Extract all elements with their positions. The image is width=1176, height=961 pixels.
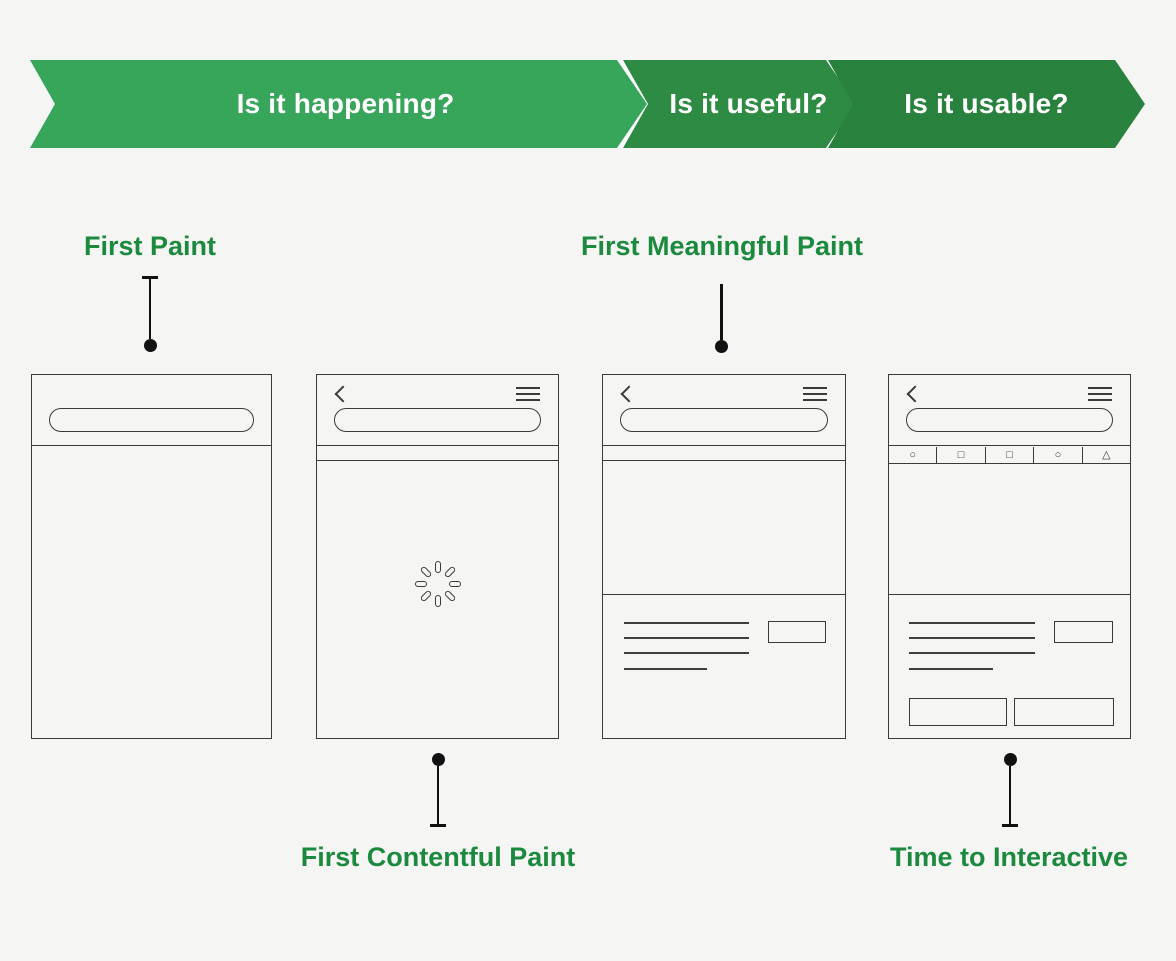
first-contentful-paint-pin — [430, 753, 446, 827]
banner-step-label: Is it usable? — [904, 88, 1069, 119]
url-bar — [334, 408, 541, 432]
first-meaningful-paint-label: First Meaningful Paint — [580, 231, 864, 261]
pin-line — [436, 766, 440, 824]
pin-line — [720, 284, 723, 340]
text-skeleton-line — [909, 668, 993, 670]
banner-step-label: Is it happening? — [236, 88, 455, 119]
phone-time-to-interactive: ○ □ □ ○ △ — [888, 374, 1131, 739]
pin-cap — [430, 824, 446, 827]
first-contentful-paint-label: First Contentful Paint — [300, 842, 576, 872]
text-skeleton-line — [909, 637, 1035, 639]
phone-header — [317, 375, 558, 446]
tab-cell: ○ — [1034, 447, 1083, 463]
text-skeleton-line — [624, 668, 707, 670]
pin-line — [148, 279, 152, 339]
button-placeholder — [768, 621, 826, 643]
url-bar — [906, 408, 1113, 432]
phone-header-icons — [334, 385, 540, 403]
time-to-interactive-pin — [1002, 753, 1018, 827]
phone-header-icons — [620, 385, 827, 403]
pin-cap — [142, 276, 158, 279]
text-skeleton-line — [909, 652, 1035, 654]
text-skeleton-line — [624, 622, 749, 624]
phone-tab-bar: ○ □ □ ○ △ — [889, 447, 1130, 464]
loading-spinner-icon — [413, 559, 463, 609]
tab-cell: □ — [937, 447, 986, 463]
banner-step-is-it-happening: Is it happening? — [30, 60, 647, 148]
back-icon — [334, 385, 352, 403]
pin-dot — [1003, 753, 1017, 766]
hamburger-menu-icon — [516, 387, 540, 401]
banner-step-is-it-useful: Is it useful? — [623, 60, 856, 148]
triangle-icon: △ — [1102, 448, 1111, 461]
circle-icon: ○ — [909, 448, 917, 461]
pin-dot — [431, 753, 445, 766]
banner-step-label: Is it useful? — [669, 88, 828, 119]
tab-cell: □ — [986, 447, 1035, 463]
text-skeleton-line — [624, 652, 749, 654]
pin-dot — [143, 339, 157, 352]
url-bar — [620, 408, 828, 432]
url-bar — [49, 408, 254, 432]
pin-cap — [1002, 824, 1018, 827]
phone-subheader-band — [603, 447, 845, 461]
first-paint-label: First Paint — [83, 231, 217, 261]
text-skeleton-line — [624, 637, 749, 639]
hamburger-menu-icon — [803, 387, 827, 401]
back-icon — [620, 385, 638, 403]
tab-cell: △ — [1083, 447, 1130, 463]
phone-first-paint — [31, 374, 272, 739]
button-placeholder — [1054, 621, 1113, 643]
pin-line — [1008, 766, 1012, 824]
square-icon: □ — [1006, 448, 1013, 461]
questions-banner: Is it happening? Is it useful? Is it usa… — [30, 60, 1145, 148]
circle-icon: ○ — [1054, 448, 1062, 461]
phone-header-icons — [906, 385, 1112, 403]
hero-placeholder — [603, 461, 845, 595]
phone-header — [603, 375, 845, 446]
phone-header — [32, 375, 271, 446]
phone-header — [889, 375, 1130, 446]
tab-cell: ○ — [889, 447, 938, 463]
phone-first-meaningful-paint — [602, 374, 846, 739]
phone-first-contentful-paint — [316, 374, 559, 739]
text-skeleton-line — [909, 622, 1035, 624]
hamburger-menu-icon — [1088, 387, 1112, 401]
pin-dot — [715, 340, 728, 353]
time-to-interactive-label: Time to Interactive — [889, 842, 1129, 872]
hero-placeholder — [889, 463, 1130, 595]
banner-step-is-it-usable: Is it usable? — [828, 60, 1145, 148]
phone-subheader-band — [317, 447, 558, 461]
square-icon: □ — [957, 448, 965, 461]
button-placeholder — [909, 698, 1007, 726]
back-icon — [906, 385, 924, 403]
first-meaningful-paint-pin — [715, 284, 728, 353]
button-placeholder — [1014, 698, 1114, 726]
first-paint-pin — [142, 276, 158, 352]
